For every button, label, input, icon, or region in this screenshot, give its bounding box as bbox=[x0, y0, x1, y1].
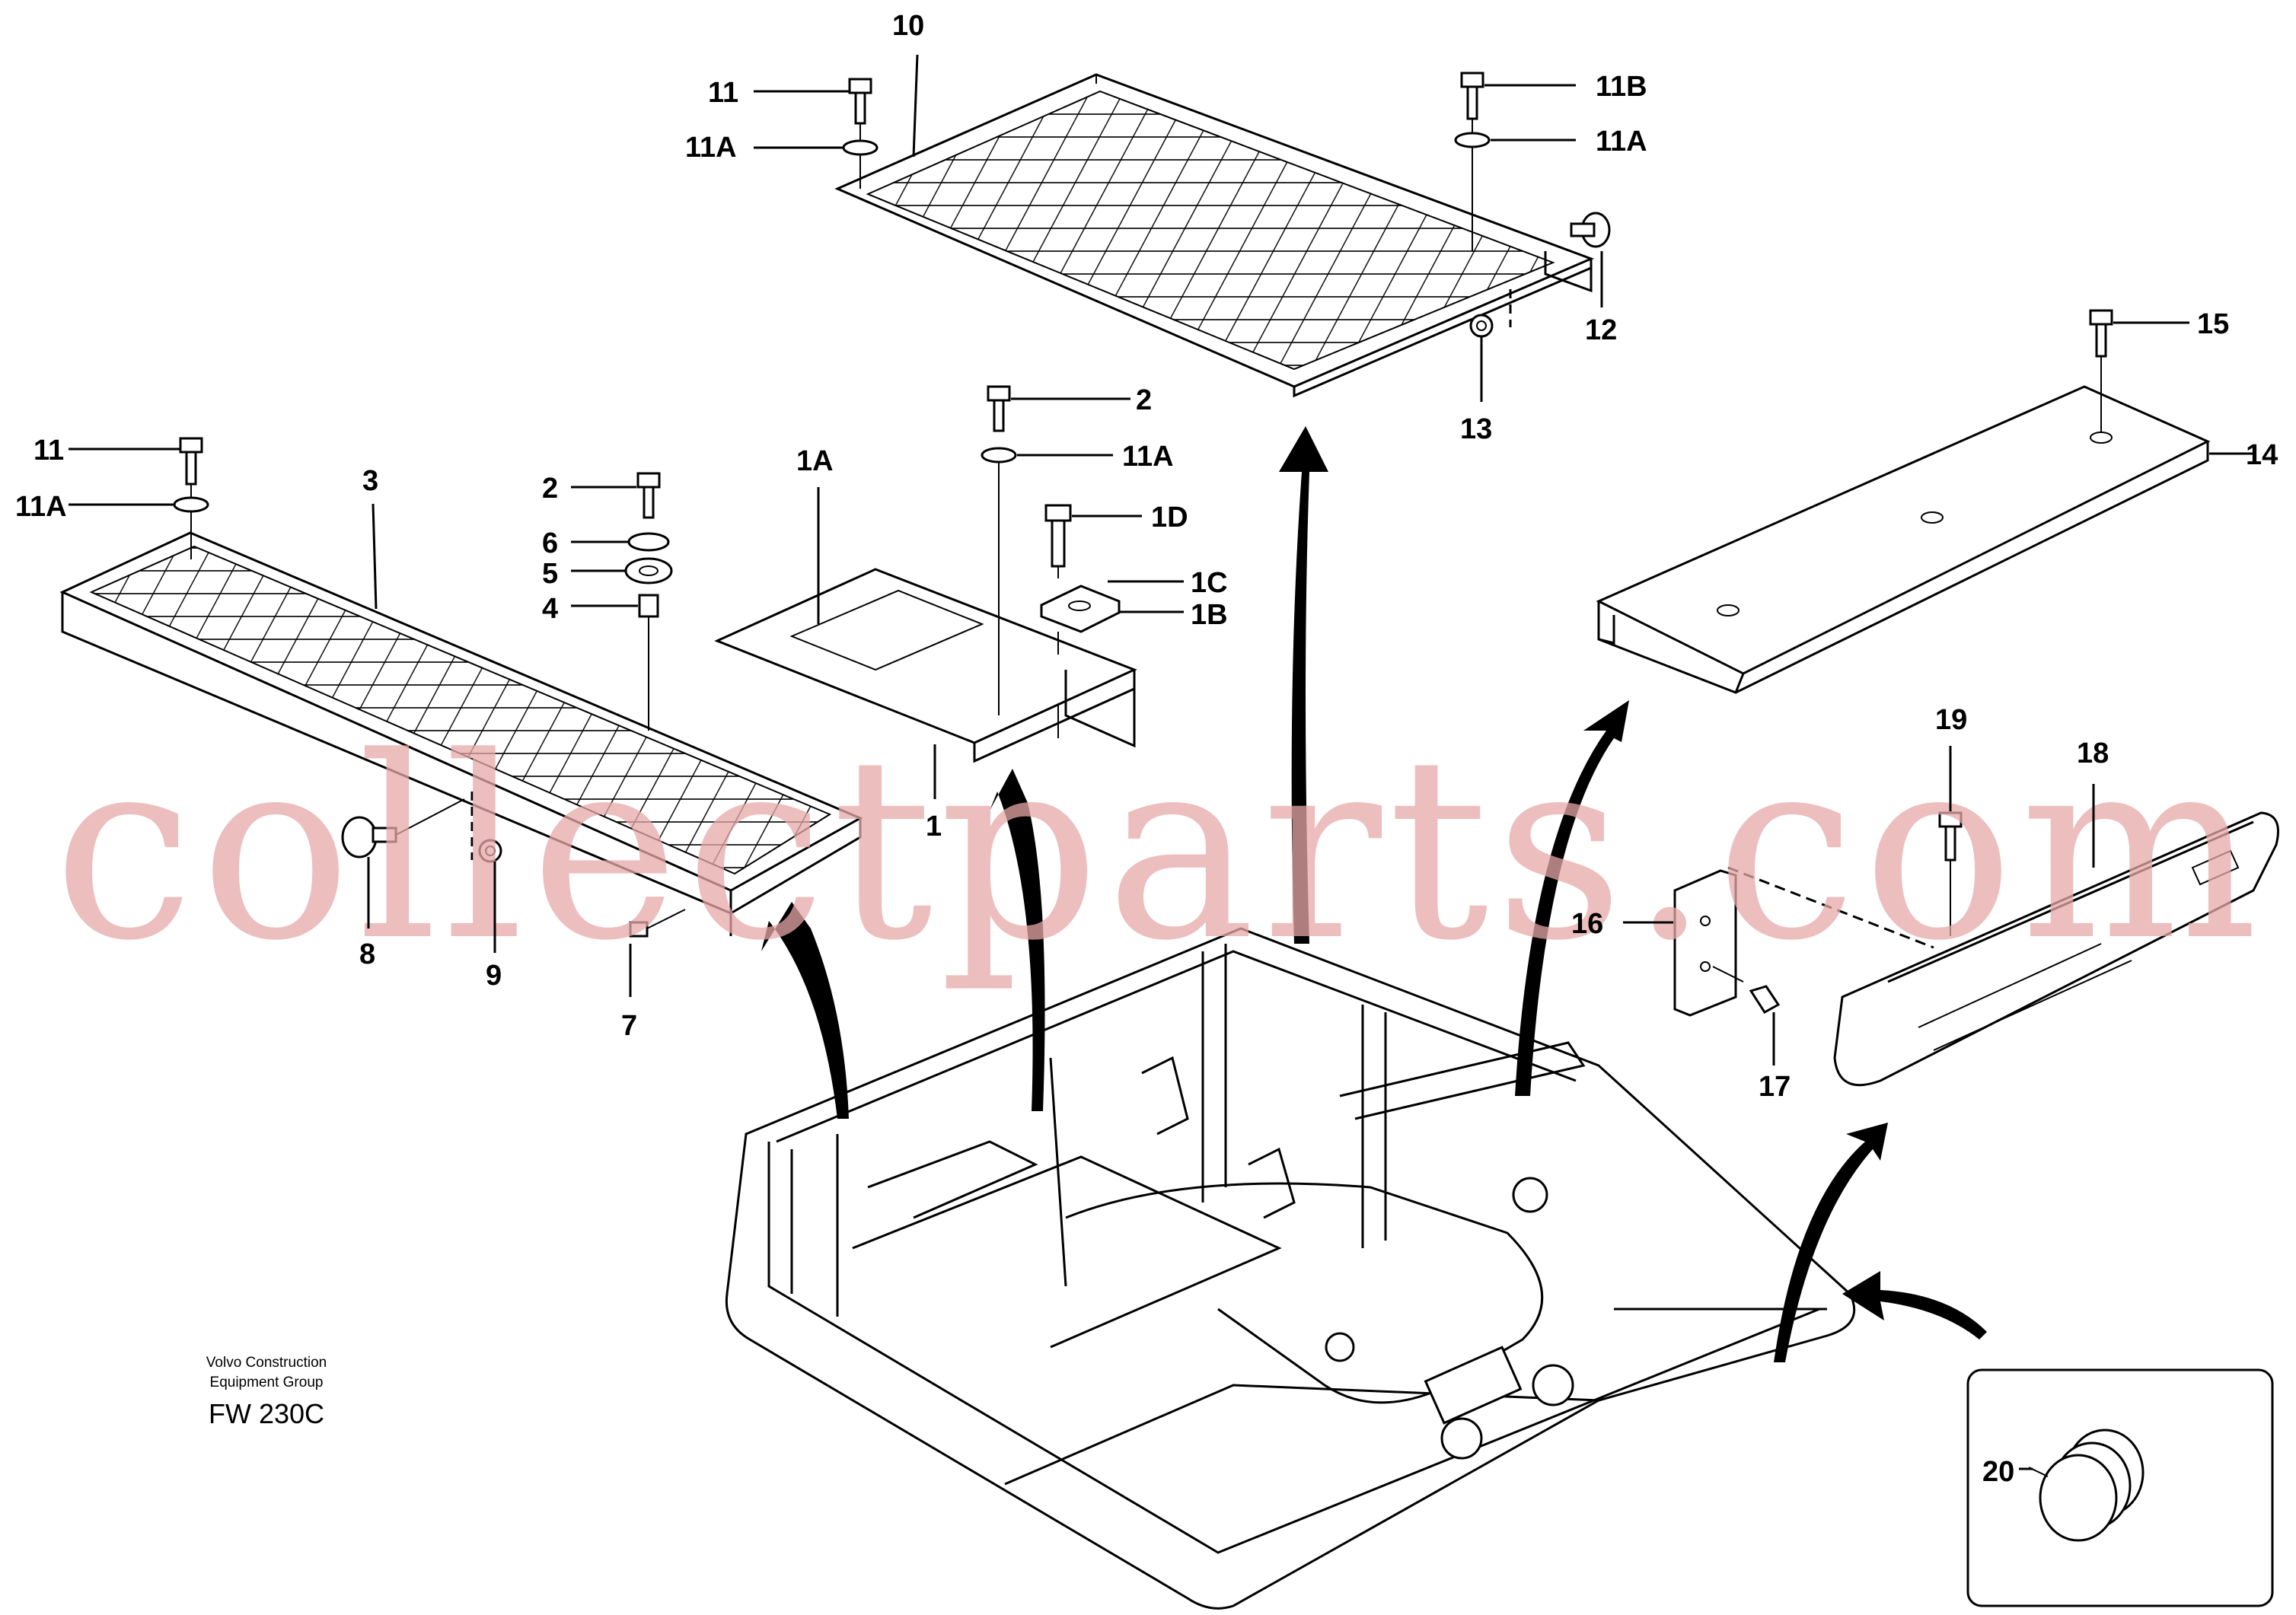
bracket-16 bbox=[1673, 866, 1934, 1017]
bolt-2-mid bbox=[987, 385, 1011, 432]
bolt-11-left bbox=[179, 437, 203, 498]
callout-labels: 10 11 11A 11B 11A 12 13 11 11A 3 2 6 5 4… bbox=[15, 10, 2278, 1488]
knob-8 bbox=[341, 798, 465, 858]
nut-13 bbox=[1469, 289, 1512, 338]
callout-2-mid: 2 bbox=[1136, 384, 1152, 416]
callout-1C: 1C bbox=[1191, 567, 1228, 599]
footer-caption: Volvo Construction Equipment Group FW 23… bbox=[206, 1355, 327, 1429]
bolt-15 bbox=[2089, 309, 2113, 432]
bolt-1D bbox=[1044, 504, 1072, 578]
callout-2-left: 2 bbox=[542, 473, 558, 505]
callout-11A-left: 11A bbox=[15, 491, 67, 523]
bolt-11B bbox=[1460, 72, 1484, 134]
callout-1B: 1B bbox=[1191, 599, 1228, 631]
callout-11A-mid: 11A bbox=[1122, 441, 1174, 473]
callout-16: 16 bbox=[1571, 908, 1603, 940]
bolt-17 bbox=[1712, 966, 1781, 1014]
callout-11A-right: 11A bbox=[1596, 126, 1647, 158]
footer-line-2: Equipment Group bbox=[210, 1375, 324, 1390]
callout-13: 13 bbox=[1460, 413, 1492, 445]
watermark-text: collectparts.com bbox=[53, 703, 2264, 995]
callout-11-top: 11 bbox=[708, 77, 738, 109]
detail-box-20 bbox=[1966, 1368, 2274, 1607]
callout-15: 15 bbox=[2197, 308, 2229, 340]
callout-4: 4 bbox=[542, 593, 558, 625]
callout-8: 8 bbox=[359, 938, 375, 970]
callout-20: 20 bbox=[1982, 1456, 2014, 1488]
callout-17: 17 bbox=[1759, 1071, 1791, 1103]
leader-lines bbox=[69, 54, 2253, 1470]
right-step-18 bbox=[1833, 811, 2279, 1087]
footer-figure-code: FW 230C bbox=[209, 1398, 324, 1429]
callout-9: 9 bbox=[486, 960, 502, 992]
callout-1D: 1D bbox=[1151, 502, 1188, 534]
callout-19: 19 bbox=[1935, 704, 1967, 736]
bolt-7 bbox=[629, 909, 686, 938]
upper-frame-base bbox=[725, 927, 1856, 1610]
top-right-cover-14 bbox=[1596, 385, 2211, 694]
callout-11A-top: 11A bbox=[685, 132, 737, 164]
bolt-11-top bbox=[848, 78, 872, 143]
washer-11A-right bbox=[1454, 132, 1491, 251]
assembly-arrows bbox=[761, 426, 1987, 1362]
fastener-stack-2-6-5-4 bbox=[624, 472, 673, 731]
footer-line-1: Volvo Construction bbox=[206, 1355, 327, 1371]
callout-5: 5 bbox=[542, 558, 558, 590]
callout-1A: 1A bbox=[796, 445, 834, 477]
callout-7: 7 bbox=[621, 1010, 637, 1042]
washer-11A-mid bbox=[981, 447, 1017, 715]
callout-6: 6 bbox=[542, 527, 558, 559]
left-grating-panel bbox=[59, 531, 863, 936]
top-grating-panel bbox=[834, 73, 1595, 398]
callout-10: 10 bbox=[892, 10, 924, 42]
bolt-19 bbox=[1938, 811, 1963, 936]
callout-14: 14 bbox=[2246, 439, 2278, 471]
cover-plate-1 bbox=[714, 568, 1137, 763]
callout-18: 18 bbox=[2077, 737, 2109, 769]
callout-11-left: 11 bbox=[33, 435, 64, 467]
callout-1: 1 bbox=[926, 811, 942, 843]
nut-9 bbox=[470, 792, 502, 863]
callout-3: 3 bbox=[362, 465, 378, 497]
callout-11B: 11B bbox=[1596, 71, 1647, 103]
callout-12: 12 bbox=[1585, 314, 1617, 346]
knob-12 bbox=[1570, 212, 1611, 248]
washer-11A-left bbox=[173, 496, 209, 559]
